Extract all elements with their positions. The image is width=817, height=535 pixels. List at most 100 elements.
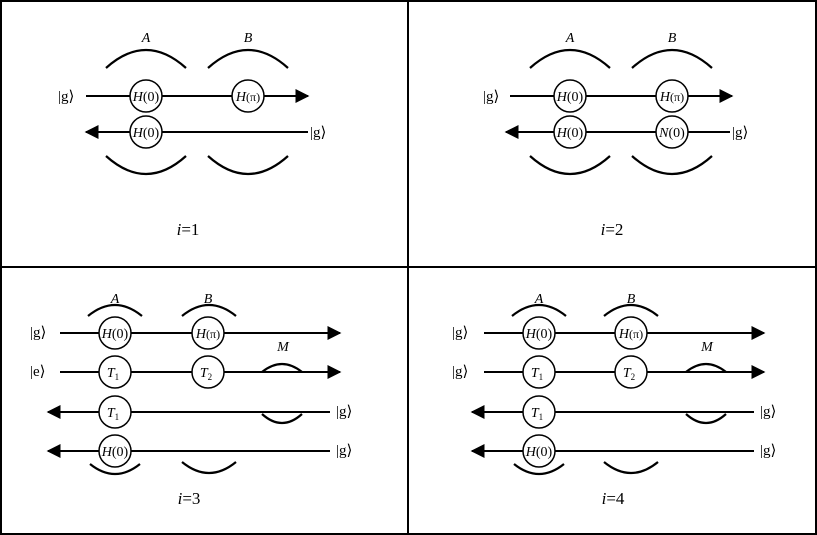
ket-label: |g⟩ [336, 443, 352, 459]
mirror-m-top: M [685, 340, 727, 373]
mirror-label-a: A [565, 31, 575, 46]
mirror-b-bottom [207, 155, 289, 176]
mirror-b-top: B [631, 31, 713, 69]
mirror-m-top: M [261, 340, 303, 373]
mirror-label-b: B [668, 31, 677, 46]
gate-h-0: H(0) [98, 316, 132, 350]
mirror-a-bottom [513, 463, 565, 476]
rail-4: |g⟩ H(0) [470, 434, 776, 468]
panel-index-label: i=4 [602, 489, 625, 508]
mirror-b-bottom [631, 155, 713, 176]
rail-1: |g⟩ H(0) H(π) [30, 316, 342, 350]
gate-n-0: N(0) [655, 115, 689, 149]
panel-index-label: i=3 [178, 489, 201, 508]
rail-bottom: |g⟩ H(0) [84, 115, 326, 149]
ket-label: |g⟩ [732, 125, 748, 141]
rail-2: |e⟩ T1 T2 [30, 355, 342, 389]
mirror-label-b: B [244, 31, 253, 46]
ket-label: |g⟩ [760, 404, 776, 420]
gate-h-pi: H(π) [191, 316, 225, 350]
gate-h-pi: H(π) [655, 79, 689, 113]
mirror-label-a: A [534, 292, 544, 307]
ket-label: |g⟩ [310, 125, 326, 141]
ket-label: |g⟩ [452, 325, 468, 341]
rail-1: |g⟩ H(0) H(π) [452, 316, 766, 350]
mirror-label-b: B [204, 292, 213, 307]
mirror-b-top: B [181, 292, 237, 317]
svg-text:H(0): H(0) [101, 445, 129, 460]
gate-h-0: H(0) [129, 79, 163, 113]
rail-4: |g⟩ H(0) [46, 434, 352, 468]
svg-text:T1: T1 [531, 366, 543, 382]
gate-t1: T1 [98, 395, 132, 429]
rail-top: |g⟩ H(0) H(π) [483, 79, 734, 113]
mirror-b-top: B [207, 31, 289, 69]
panel-1: A B |g⟩ H(0) H(π) |g⟩ H(0) [58, 31, 326, 239]
ket-label: |e⟩ [30, 364, 46, 380]
mirror-label-m: M [276, 340, 290, 355]
gate-h-pi: H(π) [614, 316, 648, 350]
svg-text:H(0): H(0) [556, 90, 584, 105]
panel-index-label: i=2 [601, 220, 624, 239]
mirror-b-bottom [181, 461, 237, 474]
ket-label: |g⟩ [336, 404, 352, 420]
mirror-b-top: B [603, 292, 659, 317]
ket-label: |g⟩ [30, 325, 46, 341]
svg-text:N(0): N(0) [658, 126, 685, 141]
ket-label: |g⟩ [760, 443, 776, 459]
ket-label: |g⟩ [483, 89, 499, 105]
svg-text:H(0): H(0) [132, 90, 160, 105]
rail-top: |g⟩ H(0) H(π) [58, 79, 310, 113]
svg-text:H(0): H(0) [132, 126, 160, 141]
svg-text:T1: T1 [531, 406, 543, 422]
svg-text:T2: T2 [200, 366, 212, 382]
mirror-m-bottom [261, 413, 303, 425]
gate-t1: T1 [522, 395, 556, 429]
panel-2: A B |g⟩ H(0) H(π) |g⟩ H(0) [483, 31, 748, 239]
mirror-a-top: A [529, 31, 611, 69]
gate-h-0: H(0) [522, 434, 556, 468]
svg-text:H(π): H(π) [618, 327, 643, 342]
gate-t1: T1 [522, 355, 556, 389]
svg-text:T2: T2 [623, 366, 635, 382]
gate-t2: T2 [191, 355, 225, 389]
svg-text:T1: T1 [107, 366, 119, 382]
svg-text:H(π): H(π) [659, 90, 684, 105]
rail-3: |g⟩ T1 [470, 395, 776, 429]
mirror-a-top: A [511, 292, 567, 317]
rail-bottom: |g⟩ H(0) N(0) [504, 115, 748, 149]
gate-h-0: H(0) [522, 316, 556, 350]
panel-3: A B M |g⟩ H(0) H(π) |e⟩ [30, 292, 352, 508]
rail-2: |g⟩ T1 T2 [452, 355, 766, 389]
gate-t1: T1 [98, 355, 132, 389]
mirror-a-top: A [105, 31, 187, 69]
ket-label: |g⟩ [452, 364, 468, 380]
mirror-label-a: A [141, 31, 151, 46]
panel-index-label: i=1 [177, 220, 200, 239]
svg-text:H(π): H(π) [195, 327, 220, 342]
mirror-a-top: A [87, 292, 143, 317]
mirror-label-b: B [627, 292, 636, 307]
mirror-a-bottom [529, 155, 611, 176]
gate-h-0: H(0) [129, 115, 163, 149]
gate-h-0: H(0) [553, 115, 587, 149]
svg-text:H(0): H(0) [556, 126, 584, 141]
ket-label: |g⟩ [58, 89, 74, 105]
panel-4: A B M |g⟩ H(0) H(π) |g⟩ [452, 292, 776, 508]
mirror-m-bottom [685, 413, 727, 425]
gate-h-0: H(0) [98, 434, 132, 468]
mirror-label-m: M [700, 340, 714, 355]
svg-text:H(0): H(0) [101, 327, 129, 342]
svg-text:H(0): H(0) [525, 327, 553, 342]
mirror-a-bottom [105, 155, 187, 176]
gate-h-0: H(0) [553, 79, 587, 113]
gate-h-pi: H(π) [231, 79, 265, 113]
svg-text:T1: T1 [107, 406, 119, 422]
svg-text:H(π): H(π) [235, 90, 260, 105]
mirror-a-bottom [89, 463, 141, 476]
gate-t2: T2 [614, 355, 648, 389]
mirror-b-bottom [603, 461, 659, 474]
rail-3: |g⟩ T1 [46, 395, 352, 429]
